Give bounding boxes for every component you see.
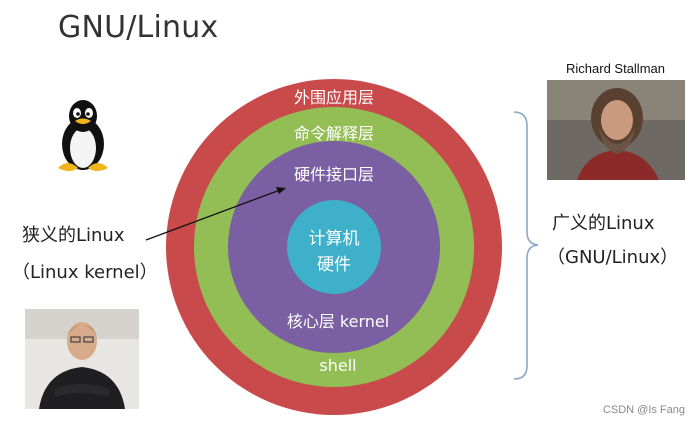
core-circle xyxy=(287,200,381,294)
photo-caption: Richard Stallman xyxy=(566,61,665,76)
pointer-arrow xyxy=(145,189,281,241)
linux-kernel-label: （Linux kernel） xyxy=(12,262,158,283)
core-label-line1: 计算机 xyxy=(309,229,360,249)
broad-linux-label: 广义的Linux xyxy=(552,213,655,234)
tux-penguin-icon xyxy=(58,100,108,171)
page-title: GNU/Linux xyxy=(58,10,219,45)
stallman-photo xyxy=(547,80,685,180)
torvalds-photo xyxy=(25,309,139,409)
layer-label-outer: 外围应用层 xyxy=(294,88,374,107)
watermark: CSDN @Is Fang xyxy=(602,404,685,416)
layer-label-interface: 硬件接口层 xyxy=(294,165,374,184)
arrowhead-icon xyxy=(276,187,286,194)
layer-label-shell: shell xyxy=(319,356,356,375)
layer-label-command: 命令解释层 xyxy=(294,124,374,143)
right-brace xyxy=(513,111,539,380)
gnu-linux-label: （GNU/Linux） xyxy=(547,247,679,268)
layer-label-kernel: 核心层 kernel xyxy=(287,312,389,331)
core-label-line2: 硬件 xyxy=(317,255,351,275)
narrow-linux-label: 狭义的Linux xyxy=(22,225,125,246)
